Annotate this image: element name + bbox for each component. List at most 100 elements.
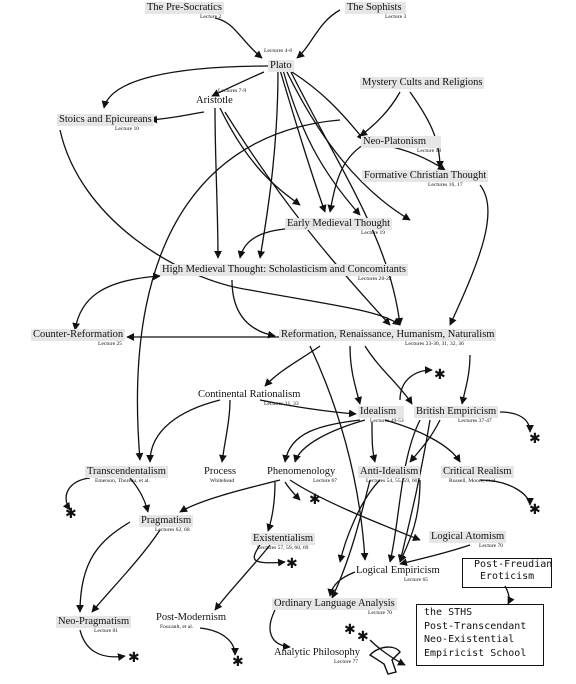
- node-label: Idealism: [358, 406, 404, 418]
- connector-arrow: [219, 107, 301, 206]
- node-lecture: Whitehead: [210, 478, 235, 484]
- node-pragmatism: Pragmatism Lectures 62, 68: [139, 515, 194, 534]
- node-neo-pragmatism: Neo-Pragmatism Lecture 81: [56, 616, 132, 635]
- asterisk-mark: ✱: [128, 650, 140, 666]
- freudian-box: [462, 558, 552, 588]
- connector-arrow: [384, 419, 461, 463]
- school-box: [416, 604, 544, 666]
- node-idealism: Idealism Lectures 49-53: [358, 406, 404, 425]
- connector-arrow: [264, 345, 321, 387]
- node-lecture: Lectures 4-6: [264, 48, 293, 54]
- node-label: Logical Empiricism: [356, 565, 440, 576]
- hand-line: Post-Freudian: [474, 559, 553, 570]
- node-plato: Lectures 4-6 Plato: [264, 48, 294, 73]
- connector-arrow: [259, 399, 357, 418]
- node-label: Anti-Idealism: [358, 466, 421, 478]
- connector-arrow: [331, 479, 371, 599]
- funnel-icon: [368, 646, 401, 675]
- node-label: Mystery Cults and Religions: [360, 77, 485, 89]
- asterisk-mark: ✱: [309, 492, 321, 508]
- node-logical-empiricism: Logical Empiricism Lecture 65: [356, 565, 440, 584]
- node-label: Neo-Platonism: [361, 136, 442, 148]
- node-transcendentalism: Transcendentalism Emerson, Thoreau, et a…: [85, 466, 168, 485]
- node-label: Pragmatism: [139, 515, 194, 527]
- node-lecture: Lecture 67: [313, 478, 338, 484]
- node-label: Analytic Philosophy: [274, 647, 361, 658]
- node-label: Continental Rationalism: [198, 389, 301, 400]
- node-label: British Empiricism: [414, 406, 499, 418]
- hand-line: the STHS: [424, 607, 473, 618]
- node-neoplatonism: Neo-Platonism Lecture 18: [361, 136, 442, 155]
- node-label: The Pre-Socratics: [145, 2, 224, 14]
- node-lecture: Lectures 31, 33: [264, 401, 299, 407]
- connector-arrow: [269, 609, 291, 651]
- connector-arrow: [399, 366, 433, 401]
- node-lecture: Lecture 19: [361, 230, 386, 236]
- node-lecture: Lecture 2: [200, 14, 222, 20]
- connector-arrow: [253, 544, 286, 567]
- node-process: Process Whitehead: [204, 466, 236, 485]
- node-aristotle: Lectures 7-9 Aristotle: [196, 88, 246, 107]
- node-lecture: Lecture 10: [115, 126, 140, 132]
- connector-arrow: [327, 144, 364, 213]
- node-label: Critical Realism: [441, 466, 514, 478]
- connector-arrow: [72, 272, 161, 331]
- node-lecture: Lectures 54, 55, 59, 60: [366, 478, 418, 484]
- handwritten-school: the STHS Post-Transcendant Neo-Existenti…: [424, 606, 526, 660]
- connector-arrow: [284, 481, 301, 501]
- node-label: Neo-Pragmatism: [56, 616, 132, 628]
- asterisk-mark: ✱: [357, 629, 369, 645]
- connector-arrow: [231, 279, 276, 339]
- node-lecture: Lectures 23-30, 31, 32, 36: [405, 341, 464, 347]
- node-label: Logical Atomism: [429, 531, 507, 543]
- connector-arrow: [291, 71, 365, 141]
- connector-arrow: [399, 479, 421, 563]
- node-presocratics: The Pre-Socratics Lecture 2: [145, 2, 224, 21]
- connector-arrow: [266, 481, 276, 532]
- node-mystery-cults: Mystery Cults and Religions: [360, 77, 485, 89]
- connector-arrow: [211, 71, 265, 97]
- connector-arrow: [214, 544, 271, 611]
- node-continental-rationalism: Continental Rationalism Lectures 31, 33: [198, 389, 300, 408]
- node-logical-atomism: Logical Atomism Lecture 70: [429, 531, 507, 550]
- node-christian-thought: Formative Christian Thought Lectures 16,…: [362, 170, 489, 189]
- node-label: Reformation, Renaissance, Humanism, Natu…: [279, 329, 497, 341]
- connector-arrow: [399, 544, 471, 566]
- connector-arrow: [359, 91, 401, 137]
- node-anti-idealism: Anti-Idealism Lectures 54, 55, 59, 60: [358, 466, 421, 485]
- node-lecture: Lectures 37-47: [458, 418, 492, 424]
- connector-arrow: [369, 639, 406, 666]
- node-label: Phenomenology: [267, 466, 336, 477]
- node-lecture: Lectures 49-53: [370, 418, 404, 424]
- node-lecture: Lecture 3: [385, 14, 407, 20]
- asterisk-mark: ✱: [65, 506, 77, 522]
- asterisk-mark: ✱: [344, 622, 356, 638]
- node-british-empiricism: British Empiricism Lectures 37-47: [414, 406, 499, 425]
- node-label: Process: [204, 466, 237, 477]
- asterisk-mark: ✱: [434, 367, 446, 383]
- connector-arrow: [179, 479, 281, 513]
- connector-arrow: [409, 419, 441, 463]
- node-counter-reformation: Counter-Reformation Lecture 25: [31, 329, 126, 348]
- node-critical-realism: Critical Realism Russell, Moore, et al.: [441, 466, 514, 485]
- node-lecture: Lecture 77: [334, 659, 359, 665]
- node-label: Transcendentalism: [85, 466, 168, 478]
- connector-arrow: [349, 345, 362, 405]
- connector-arrow: [282, 419, 361, 463]
- node-analytic-philosophy: Analytic Philosophy Lecture 77: [274, 647, 360, 666]
- node-lecture: Lectures 57, 59, 60, 69: [257, 545, 309, 551]
- node-label: High Medieval Thought: Scholasticism and…: [160, 264, 408, 276]
- connector-arrow: [387, 419, 421, 563]
- node-lecture: Foucault, et al.: [160, 624, 194, 630]
- node-label: Plato: [268, 60, 294, 72]
- node-label: The Sophists: [345, 2, 407, 14]
- node-label: Formative Christian Thought: [362, 170, 489, 182]
- connector-arrow: [214, 107, 222, 259]
- node-label: Counter-Reformation: [31, 329, 126, 341]
- connector-arrow: [199, 627, 239, 656]
- node-lecture: Lectures 62, 68: [155, 527, 190, 533]
- node-post-modernism: Post-Modernism Foucault, et al.: [156, 612, 226, 631]
- hand-line: Eroticism: [480, 571, 535, 582]
- hand-line: Empiricist School: [424, 647, 527, 659]
- node-existentialism: Existentialism Lectures 57, 59, 60, 69: [251, 533, 316, 552]
